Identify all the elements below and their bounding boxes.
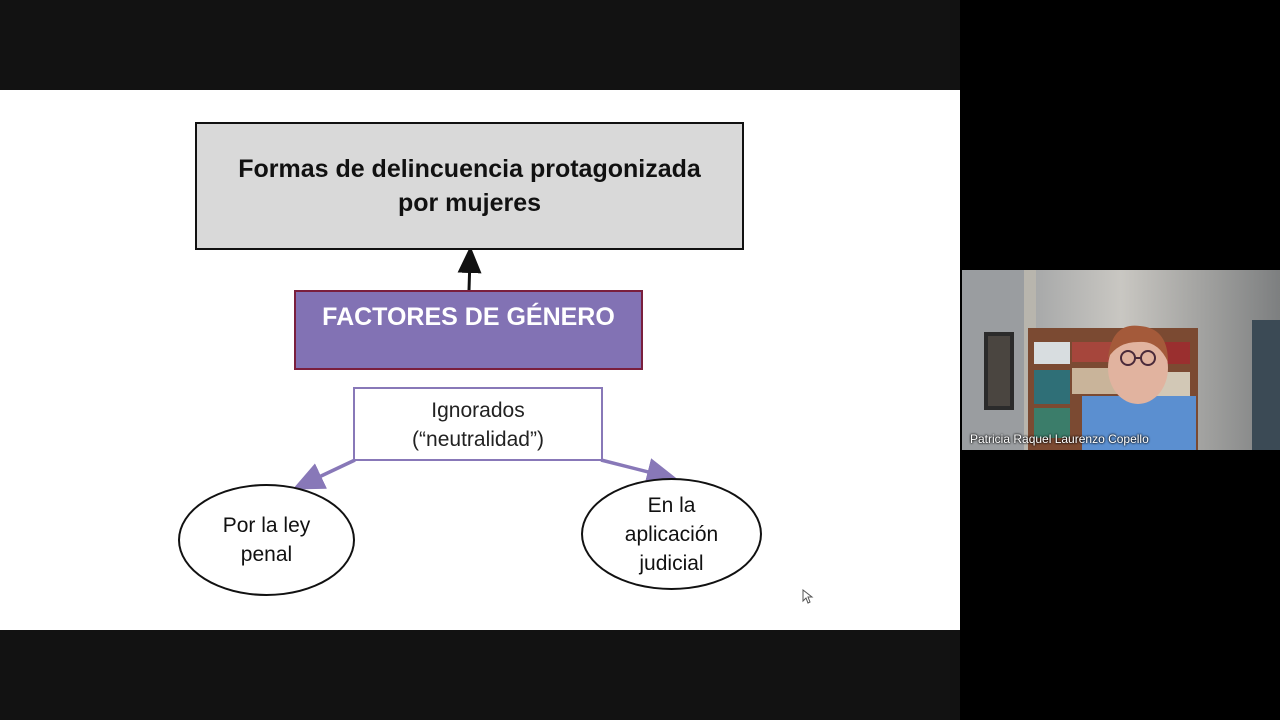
judicial-application-ellipse: En la aplicación judicial (581, 478, 762, 590)
ignored-box: Ignorados (“neutralidad”) (353, 387, 603, 461)
mouse-pointer-icon (802, 589, 814, 604)
arrow-ignored-to-right (600, 458, 679, 486)
title-box: Formas de delincuencia protagonizada por… (195, 122, 744, 250)
arrow-ignored-to-left (292, 458, 356, 490)
criminal-law-ellipse: Por la ley penal (178, 484, 355, 596)
participant-name-label: Patricia Raquel Laurenzo Copello (970, 432, 1149, 446)
screen-share-area: Formas de delincuencia protagonizada por… (0, 0, 960, 720)
factors-box: FACTORES DE GÉNERO (294, 290, 643, 370)
diagram-connectors (292, 246, 679, 490)
participant-video-feed (962, 270, 1280, 450)
presentation-slide: Formas de delincuencia protagonizada por… (0, 90, 960, 630)
participant-video-tile[interactable]: Patricia Raquel Laurenzo Copello (962, 270, 1280, 450)
arrow-factors-to-title (457, 246, 482, 291)
